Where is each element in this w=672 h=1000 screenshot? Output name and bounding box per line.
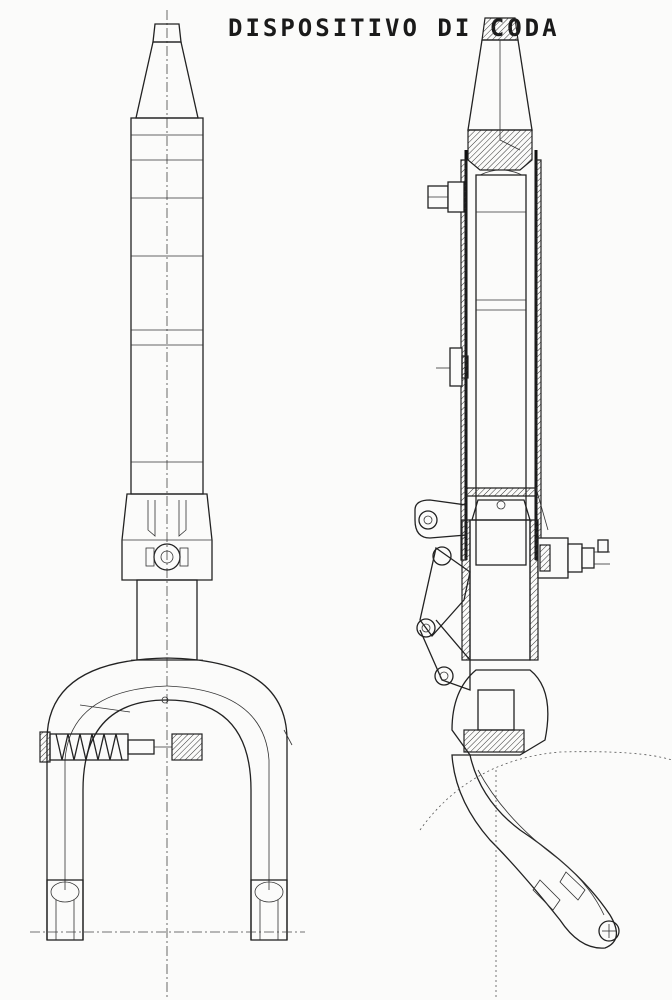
swing-arc: [419, 751, 672, 831]
front-spring-unit: [39, 731, 203, 763]
side-latch: [436, 347, 469, 387]
fork-outer: [46, 657, 288, 940]
top-nut: [427, 181, 465, 213]
shock-cup: [451, 669, 549, 756]
lower-strut: [469, 519, 531, 661]
right-leg-end: [250, 879, 288, 941]
valve-assembly: [535, 487, 610, 579]
side-section-view: [414, 17, 672, 1000]
inner-tube: [475, 174, 527, 566]
skid-pivot: [598, 920, 620, 942]
left-leg-end: [46, 879, 84, 941]
tail-skid: [451, 754, 620, 949]
front-view: [30, 10, 305, 1000]
linkage: [416, 546, 471, 691]
pivot-lug: [414, 499, 467, 539]
side-tip-cap: [481, 17, 519, 41]
